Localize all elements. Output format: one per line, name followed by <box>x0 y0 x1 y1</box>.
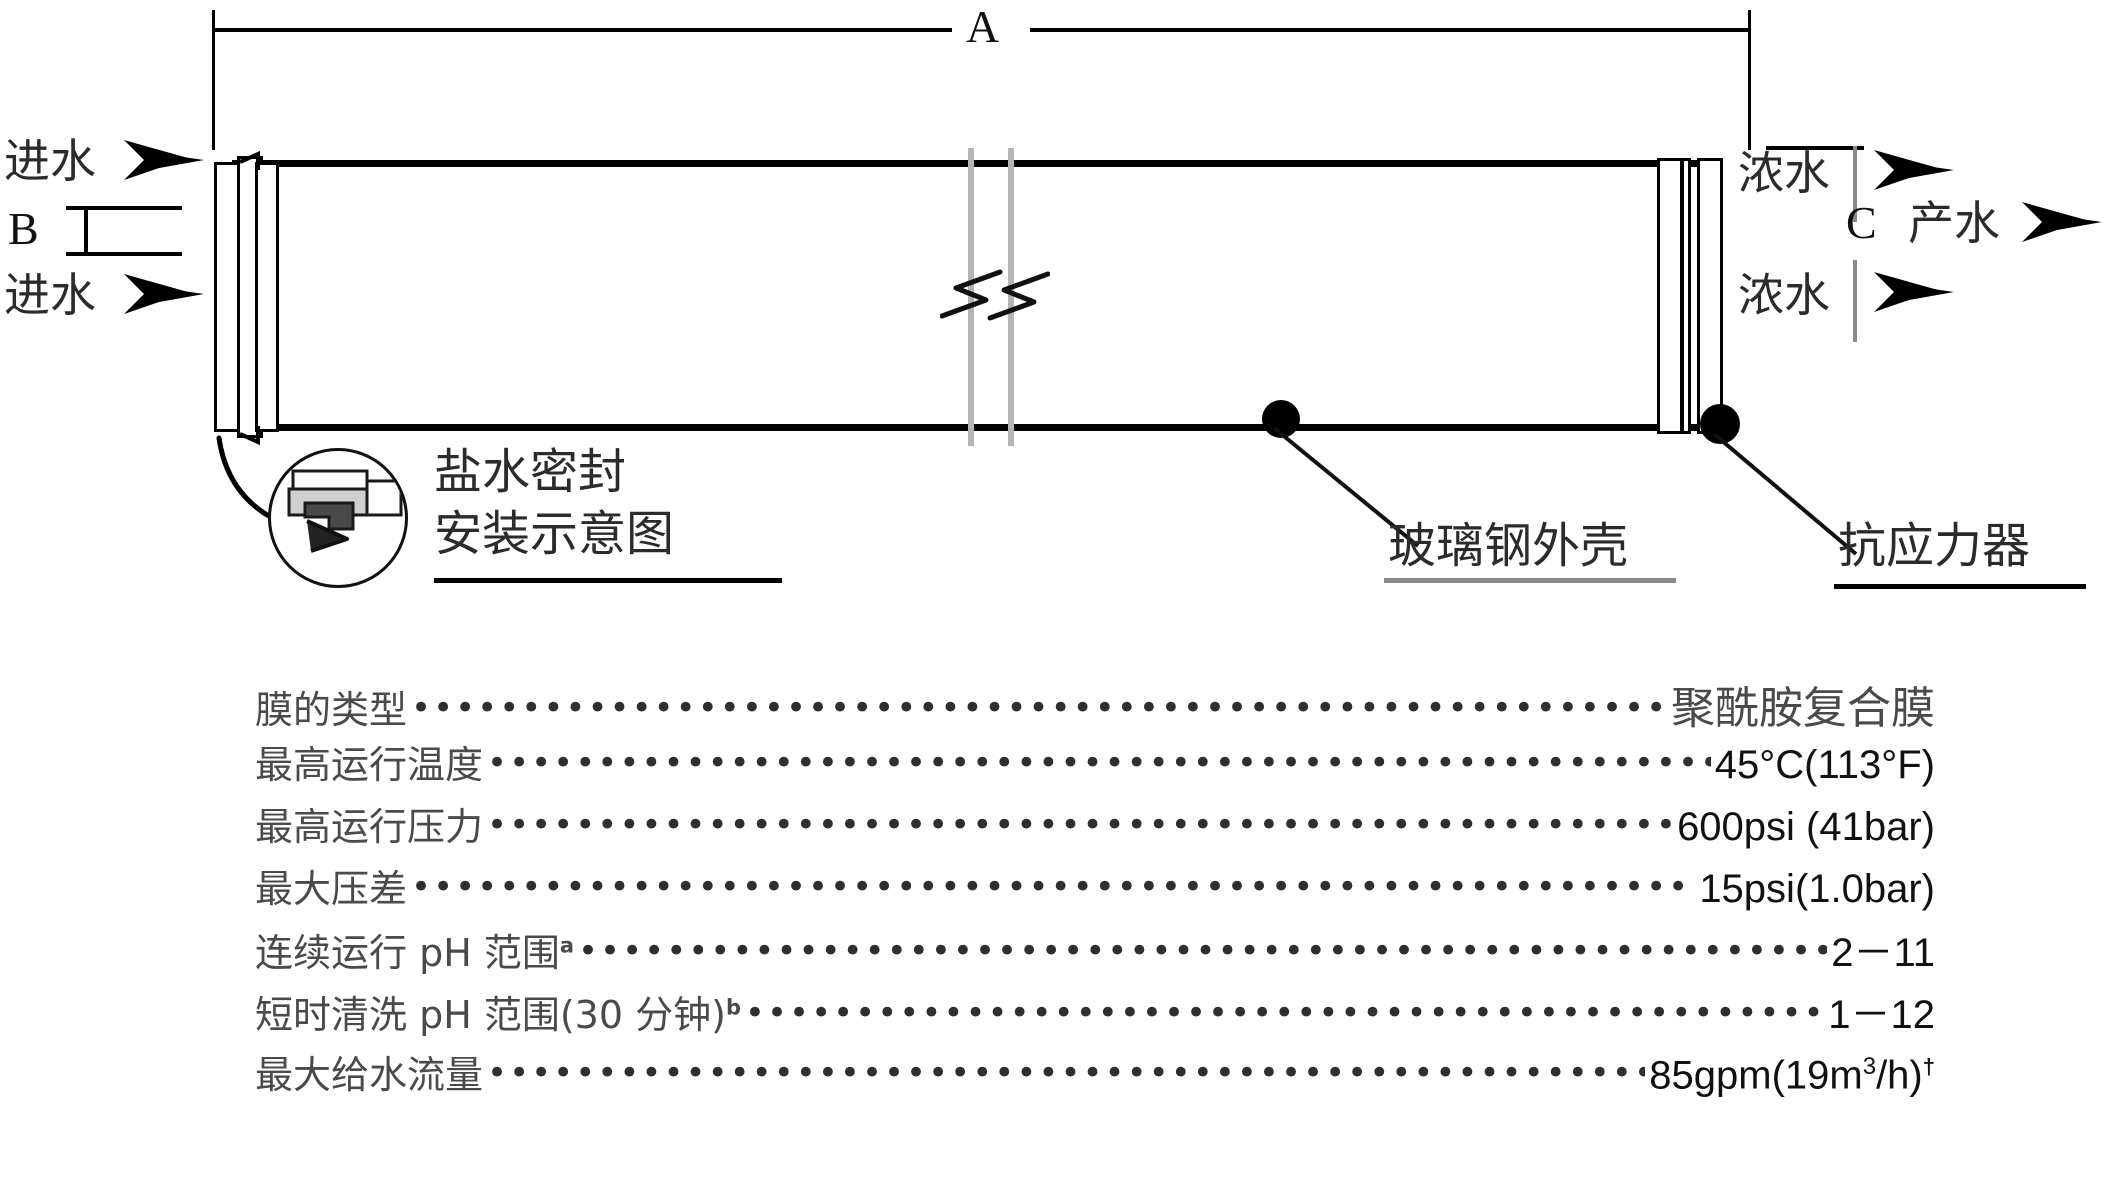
feed-water-top-label: 进水 <box>4 134 96 188</box>
right-endcap-plate-inner <box>1697 158 1723 434</box>
spec-row: 连续运行 pH 范围a•••••••••••••••••••••••••••••… <box>255 920 1935 982</box>
dim-b-cap-top <box>66 206 182 210</box>
permeate-label: 产水 <box>1908 196 2000 250</box>
permeate-arrow-icon <box>2022 202 2102 242</box>
dim-c-stem-top <box>1853 146 1857 222</box>
spec-label: 连续运行 pH 范围a <box>255 931 574 975</box>
vessel-bottom-edge <box>232 424 1702 431</box>
left-endcap-plate-inner <box>255 162 279 432</box>
spec-label: 膜的类型 <box>255 688 408 732</box>
feed-water-bottom-label: 进水 <box>4 268 96 322</box>
brine-seal-callout-line2: 安装示意图 <box>434 506 675 562</box>
brine-seal-callout-line1: 盐水密封 <box>434 444 627 500</box>
brine-seal-detail-icon <box>287 469 403 553</box>
frp-shell-callout-label: 玻璃钢外壳 <box>1388 518 1629 574</box>
spec-leader-dots: ••••••••••••••••••••••••••••••••••••••••… <box>411 688 1667 728</box>
spec-leader-dots: ••••••••••••••••••••••••••••••••••••••••… <box>487 805 1673 845</box>
atd-callout-underline <box>1834 584 2086 589</box>
spec-value: 1－12 <box>1828 993 1935 1037</box>
spec-label: 最高运行温度 <box>255 743 484 787</box>
concentrate-top-label: 浓水 <box>1738 146 1830 200</box>
spec-value: 15psi(1.0bar) <box>1699 867 1935 911</box>
spec-row: 最高运行压力••••••••••••••••••••••••••••••••••… <box>255 796 1935 858</box>
brine-seal-callout-underline <box>434 578 782 583</box>
concentrate-bottom-arrow-icon <box>1874 272 1954 312</box>
feed-water-bottom-arrow-icon <box>124 274 204 314</box>
dim-a-label: A <box>966 1 1000 52</box>
vessel-top-edge <box>232 160 1702 167</box>
concentrate-bottom-label: 浓水 <box>1738 268 1830 322</box>
spec-row: 短时清洗 pH 范围(30 分钟)b••••••••••••••••••••••… <box>255 982 1935 1044</box>
feed-water-top-arrow-icon <box>124 140 204 180</box>
frp-shell-callout-underline <box>1384 578 1676 583</box>
spec-value: 聚酰胺复合膜 <box>1671 683 1935 734</box>
spec-value: 600psi (41bar) <box>1677 805 1935 849</box>
spec-label: 最大给水流量 <box>255 1053 484 1097</box>
spec-value: 85gpm(19m3/h)† <box>1649 1052 1935 1097</box>
break-line-left <box>968 148 974 446</box>
spec-value: 2－11 <box>1831 931 1935 975</box>
frp-shell-leader-line <box>1272 426 1420 548</box>
spec-leader-dots: ••••••••••••••••••••••••••••••••••••••••… <box>487 743 1711 783</box>
dim-c-label: C <box>1846 197 1877 248</box>
specifications-list: 膜的类型••••••••••••••••••••••••••••••••••••… <box>255 672 1935 1106</box>
dim-b-label: B <box>8 203 39 254</box>
dim-b-cap-bottom <box>66 252 182 256</box>
dim-a-line-right <box>1030 28 1750 32</box>
spec-footnote-marker: a <box>559 933 574 958</box>
spec-value: 45°C(113°F) <box>1714 743 1935 787</box>
spec-leader-dots: ••••••••••••••••••••••••••••••••••••••••… <box>744 993 1825 1033</box>
dim-a-line-left <box>212 28 952 32</box>
concentrate-top-arrow-icon <box>1874 150 1954 190</box>
dim-c-cap <box>1766 146 1864 150</box>
right-endcap-plate-outer <box>1657 158 1683 434</box>
spec-footnote-marker: b <box>725 995 741 1020</box>
spec-leader-dots: ••••••••••••••••••••••••••••••••••••••••… <box>577 931 1828 971</box>
spec-label: 短时清洗 pH 范围(30 分钟)b <box>255 993 741 1037</box>
spec-leader-dots: ••••••••••••••••••••••••••••••••••••••••… <box>487 1053 1645 1093</box>
spec-row: 最大给水流量••••••••••••••••••••••••••••••••••… <box>255 1044 1935 1106</box>
dim-c-stem-bottom <box>1853 260 1857 342</box>
brine-seal-lip-icon <box>239 150 260 446</box>
spec-row: 膜的类型••••••••••••••••••••••••••••••••••••… <box>255 672 1935 734</box>
spec-leader-dots: ••••••••••••••••••••••••••••••••••••••••… <box>411 867 1696 907</box>
spec-label: 最高运行压力 <box>255 805 484 849</box>
atd-leader-line <box>1712 432 1858 556</box>
dim-a-tick-right <box>1748 10 1751 150</box>
spec-row: 最高运行温度••••••••••••••••••••••••••••••••••… <box>255 734 1935 796</box>
dim-a-tick-left <box>212 10 215 150</box>
break-zigzag-icon <box>940 269 1050 321</box>
brine-seal-detail-circle <box>268 448 408 588</box>
right-endcap-plate-middle <box>1681 158 1691 434</box>
spec-label: 最大压差 <box>255 867 408 911</box>
atd-callout-label: 抗应力器 <box>1838 518 2031 574</box>
spec-row: 最大压差 •••••••••••••••••••••••••••••••••••… <box>255 858 1935 920</box>
dim-b-stem <box>84 206 88 256</box>
break-line-right <box>1008 148 1014 446</box>
